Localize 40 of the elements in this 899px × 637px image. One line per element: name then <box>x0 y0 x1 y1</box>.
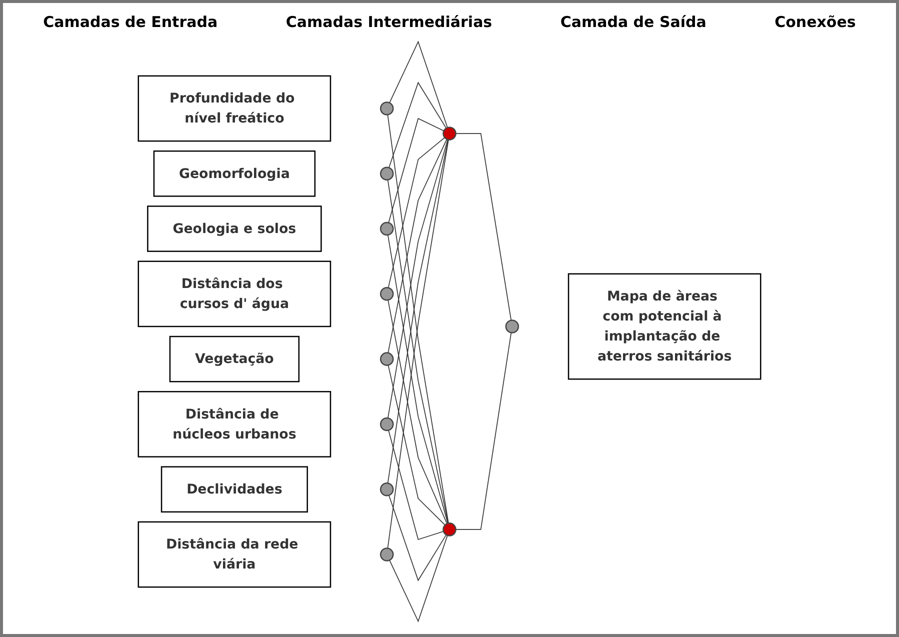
connector <box>387 179 449 524</box>
node-box: Declividades <box>160 466 308 513</box>
layer-label: Camadas Intermediárias <box>286 13 492 31</box>
node-box: Distância da rede viária <box>138 521 332 588</box>
node-circle <box>442 522 456 536</box>
node-box: Distância dos cursos d' água <box>138 260 332 328</box>
node-circle <box>380 102 394 116</box>
connector <box>387 234 448 524</box>
node-circle <box>380 417 394 432</box>
node-box: Geomorfologia <box>153 150 316 197</box>
connector <box>389 40 448 128</box>
node-box: Distância de núcleos urbanos <box>138 391 332 458</box>
connector <box>387 139 449 484</box>
node-circle <box>380 222 394 236</box>
node-circle <box>380 548 394 562</box>
connector <box>455 133 512 321</box>
connector <box>388 364 446 526</box>
connector <box>388 494 447 582</box>
connector <box>388 138 448 354</box>
connector <box>388 82 447 168</box>
node-circle <box>380 482 394 496</box>
node-box: Profundidade do nível freático <box>138 75 332 142</box>
node-circle <box>380 352 394 366</box>
node-circle <box>505 320 520 334</box>
connector <box>389 534 448 622</box>
node-circle <box>380 166 394 181</box>
node-circle <box>380 287 394 301</box>
connector <box>388 300 448 524</box>
node-box: Geologia e solos <box>147 206 322 252</box>
node-circle <box>442 126 456 140</box>
layer-label: Conexões <box>774 13 856 31</box>
node-box: Vegetação <box>169 336 300 382</box>
connector <box>388 118 444 224</box>
connector <box>455 332 512 530</box>
connector <box>388 139 448 418</box>
node-box: Mapa de àreas com potencial à implantação de aterros sanitários <box>568 273 762 380</box>
connector <box>388 137 446 288</box>
layer-label: Camadas de Entrada <box>43 13 218 31</box>
layer-label: Camada de Saída <box>560 13 706 31</box>
connector <box>388 430 444 540</box>
